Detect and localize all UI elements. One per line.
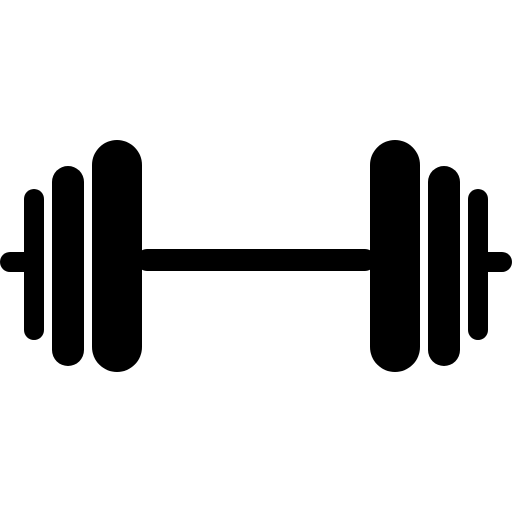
left-plate-large	[92, 140, 142, 372]
right-plate-medium	[428, 166, 460, 366]
right-plate-large	[370, 140, 420, 372]
left-plate-medium	[52, 166, 84, 366]
right-end-cap	[476, 252, 512, 272]
left-plate-thin	[24, 189, 44, 340]
bar	[136, 249, 376, 271]
